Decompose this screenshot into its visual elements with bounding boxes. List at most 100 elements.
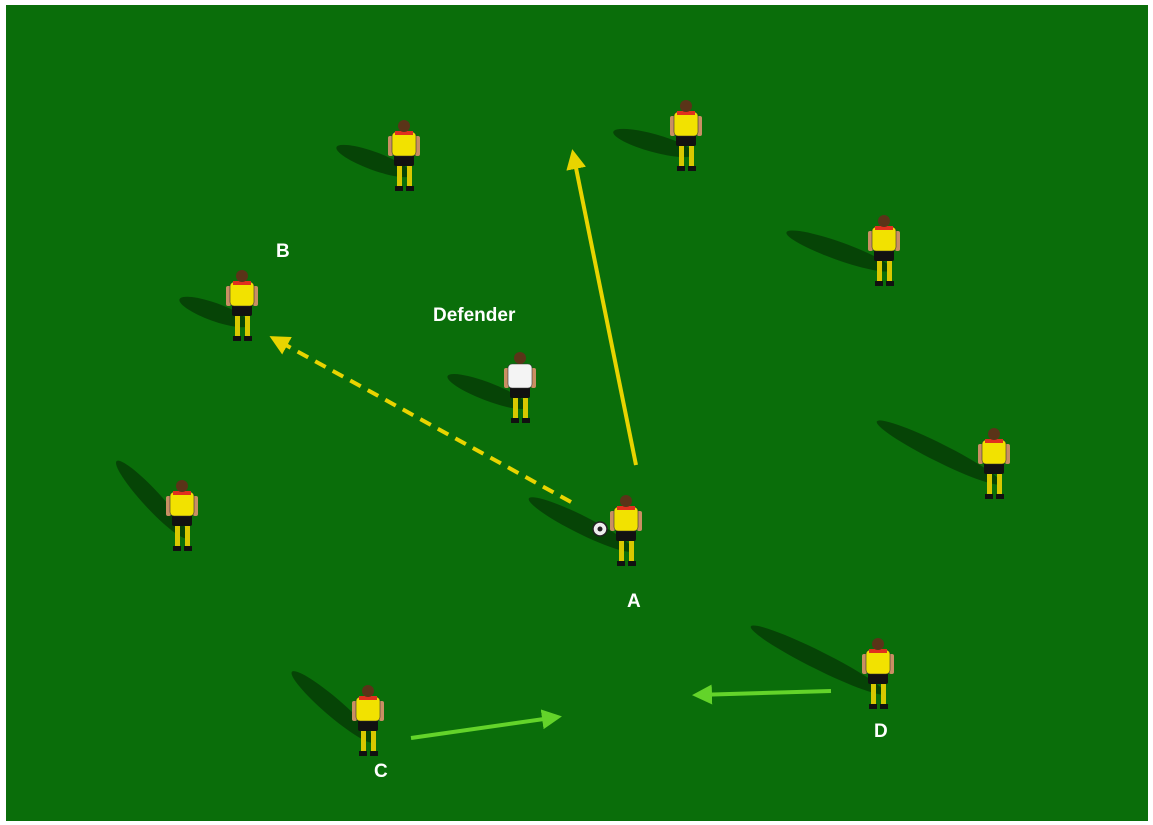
player-collar bbox=[985, 439, 1003, 443]
player-leg bbox=[235, 312, 240, 338]
player-boot bbox=[677, 166, 685, 171]
label-c: C bbox=[374, 761, 388, 782]
player-shorts bbox=[510, 386, 530, 398]
player-shirt bbox=[871, 226, 897, 252]
player-leg bbox=[361, 727, 366, 753]
player-collar bbox=[233, 281, 251, 285]
player-head bbox=[176, 480, 188, 492]
run-arrow-solid bbox=[692, 684, 832, 705]
player-head bbox=[872, 638, 884, 650]
player-shorts bbox=[616, 529, 636, 541]
player-leg bbox=[523, 394, 528, 420]
player-leg bbox=[513, 394, 518, 420]
player-boot bbox=[875, 281, 883, 286]
pitch: B Defender A C D bbox=[6, 5, 1148, 821]
player-boot bbox=[511, 418, 519, 423]
player-shirt bbox=[981, 439, 1007, 465]
player-leg bbox=[871, 680, 876, 706]
player-boot bbox=[996, 494, 1004, 499]
player-shorts bbox=[358, 719, 378, 731]
player-head bbox=[988, 428, 1000, 440]
player-shirt bbox=[507, 363, 533, 389]
player-boot bbox=[688, 166, 696, 171]
attacker-player bbox=[179, 270, 258, 341]
player-head bbox=[680, 100, 692, 112]
player-boot bbox=[370, 751, 378, 756]
player-head bbox=[398, 120, 410, 132]
player-boot bbox=[359, 751, 367, 756]
player-head bbox=[620, 495, 632, 507]
drill-diagram bbox=[115, 100, 1010, 756]
player-collar bbox=[359, 696, 377, 700]
attacker-player bbox=[613, 100, 702, 171]
player-shirt bbox=[169, 491, 195, 517]
attacker-player bbox=[336, 120, 420, 191]
player-collar bbox=[395, 131, 413, 135]
player-shadow bbox=[336, 144, 412, 178]
run-arrow-solid bbox=[410, 709, 562, 740]
player-shirt bbox=[673, 111, 699, 137]
player-boot bbox=[628, 561, 636, 566]
player-leg bbox=[629, 537, 634, 563]
player-shadow bbox=[786, 230, 892, 272]
player-boot bbox=[244, 336, 252, 341]
player-shirt bbox=[355, 696, 381, 722]
player-leg bbox=[877, 257, 882, 283]
player-head bbox=[878, 215, 890, 227]
player-shirt bbox=[229, 281, 255, 307]
player-shorts bbox=[874, 249, 894, 261]
pass-arrow-dashed bbox=[269, 336, 572, 504]
player-leg bbox=[997, 470, 1002, 496]
label-d: D bbox=[874, 721, 888, 742]
player-shadow bbox=[291, 671, 375, 743]
player-boot bbox=[886, 281, 894, 286]
player-shirt bbox=[391, 131, 417, 157]
defender-player bbox=[447, 352, 536, 423]
player-shadow bbox=[179, 296, 250, 328]
player-leg bbox=[371, 727, 376, 753]
player-leg bbox=[881, 680, 886, 706]
player-leg bbox=[679, 142, 684, 168]
player-shadow bbox=[750, 625, 886, 695]
label-defender: Defender bbox=[433, 305, 516, 326]
player-collar bbox=[875, 226, 893, 230]
player-shorts bbox=[232, 304, 252, 316]
player-boot bbox=[522, 418, 530, 423]
player-leg bbox=[619, 537, 624, 563]
player-boot bbox=[395, 186, 403, 191]
player-collar bbox=[869, 649, 887, 653]
player-shadow bbox=[115, 460, 189, 539]
player-boot bbox=[985, 494, 993, 499]
attacker-player bbox=[786, 215, 900, 286]
player-head bbox=[236, 270, 248, 282]
attacker-player bbox=[115, 460, 198, 551]
player-boot bbox=[880, 704, 888, 709]
player-shadow bbox=[528, 497, 634, 552]
player-boot bbox=[173, 546, 181, 551]
player-leg bbox=[175, 522, 180, 548]
player-collar bbox=[617, 506, 635, 510]
player-leg bbox=[397, 162, 402, 188]
player-shadow bbox=[613, 128, 694, 158]
player-shorts bbox=[984, 462, 1004, 474]
player-boot bbox=[406, 186, 414, 191]
attacker-player bbox=[750, 625, 894, 709]
attacker-player bbox=[876, 420, 1010, 499]
pass-arrow-solid bbox=[566, 149, 638, 466]
player-shorts bbox=[676, 134, 696, 146]
player-leg bbox=[185, 522, 190, 548]
player-shorts bbox=[868, 672, 888, 684]
label-a: A bbox=[627, 591, 641, 612]
player-boot bbox=[184, 546, 192, 551]
player-shorts bbox=[172, 514, 192, 526]
player-leg bbox=[987, 470, 992, 496]
player-leg bbox=[887, 257, 892, 283]
player-leg bbox=[407, 162, 412, 188]
ball-patch bbox=[597, 526, 603, 532]
player-leg bbox=[245, 312, 250, 338]
player-leg bbox=[689, 142, 694, 168]
player-shorts bbox=[394, 154, 414, 166]
label-b: B bbox=[276, 241, 290, 262]
player-shirt bbox=[613, 506, 639, 532]
player-collar bbox=[677, 111, 695, 115]
